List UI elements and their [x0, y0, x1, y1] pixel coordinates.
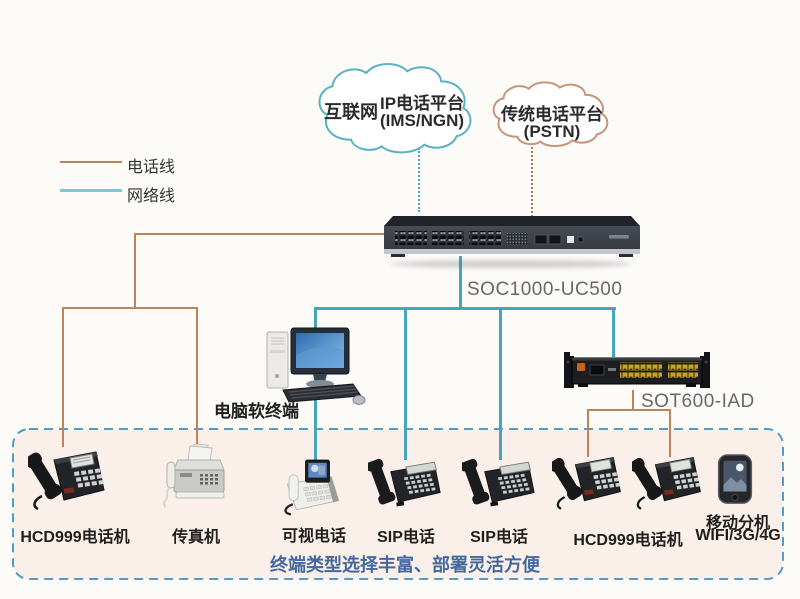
terminal-label: 可视电话 — [281, 528, 346, 545]
network-line-segment — [612, 307, 615, 357]
pstn-cloud-connector — [531, 143, 533, 221]
iad-label: SOT600-IAD — [641, 391, 755, 412]
fax-icon — [162, 443, 234, 513]
phone-line-segment — [196, 307, 198, 452]
phone-line-segment — [669, 409, 671, 457]
cloud-icon — [312, 58, 482, 158]
terminal-label: SIP电话 — [470, 529, 528, 546]
switch-shadow — [390, 260, 632, 268]
pc-softphone-icon — [255, 326, 367, 411]
phone-line-segment — [134, 233, 136, 309]
sip-phone-icon — [366, 454, 442, 519]
video-phone-icon — [278, 450, 346, 523]
cloud-icon — [488, 78, 616, 150]
terminal-label-line2: WIFI/3G/4G — [695, 527, 781, 544]
legend-phone-line-label: 电话线 — [127, 159, 176, 176]
legend-network-line-label: 网络线 — [127, 188, 176, 205]
ip-platform-label-line1: IP电话平台 — [380, 94, 465, 113]
network-line-segment — [459, 256, 462, 309]
phone-line-segment — [587, 409, 671, 411]
legend-network-line-swatch — [60, 189, 122, 192]
terminal-label: 传真机 — [171, 529, 220, 546]
desk-phone-icon — [25, 444, 108, 515]
slogan-text: 终端类型选择丰富、部署灵活方便 — [270, 555, 540, 575]
network-line-segment — [314, 307, 616, 310]
pstn-platform-label-line2: (PSTN) — [523, 122, 581, 141]
phone-line-segment — [62, 307, 64, 447]
phone-line-segment — [134, 233, 388, 235]
phone-line-segment — [632, 390, 634, 411]
gateway-label: SOC1000-UC500 — [467, 279, 623, 300]
ip-cloud-connector — [418, 148, 420, 212]
ip-platform-label-line2: (IMS/NGN) — [380, 111, 465, 130]
desk-phone-icon — [549, 450, 624, 515]
phone-line-segment — [62, 307, 198, 309]
soc1000-uc500-switch-icon — [383, 214, 640, 263]
legend-phone-line-swatch — [60, 161, 122, 163]
terminal-label: HCD999电话机 — [20, 529, 130, 546]
pc-softphone-label: 电脑软终端 — [214, 402, 299, 421]
desk-phone-icon — [629, 450, 704, 515]
network-line-segment — [404, 307, 407, 460]
phone-line-segment — [587, 409, 589, 457]
terminal-label: SIP电话 — [377, 529, 435, 546]
sip-phone-icon — [460, 454, 536, 519]
terminal-label: HCD999电话机 — [573, 532, 683, 549]
pstn-platform-cloud: 传统电话平台 (PSTN) — [488, 78, 616, 150]
mobile-phone-icon — [714, 454, 756, 511]
network-line-segment — [499, 307, 502, 460]
pstn-platform-label-line1: 传统电话平台 — [501, 105, 603, 124]
terminal-label-line1: 移动分机 — [705, 515, 770, 532]
sot600-iad-icon — [562, 348, 712, 399]
internet-label: 互联网 — [324, 102, 378, 122]
ip-platform-cloud: 互联网 IP电话平台 (IMS/NGN) — [312, 58, 482, 158]
